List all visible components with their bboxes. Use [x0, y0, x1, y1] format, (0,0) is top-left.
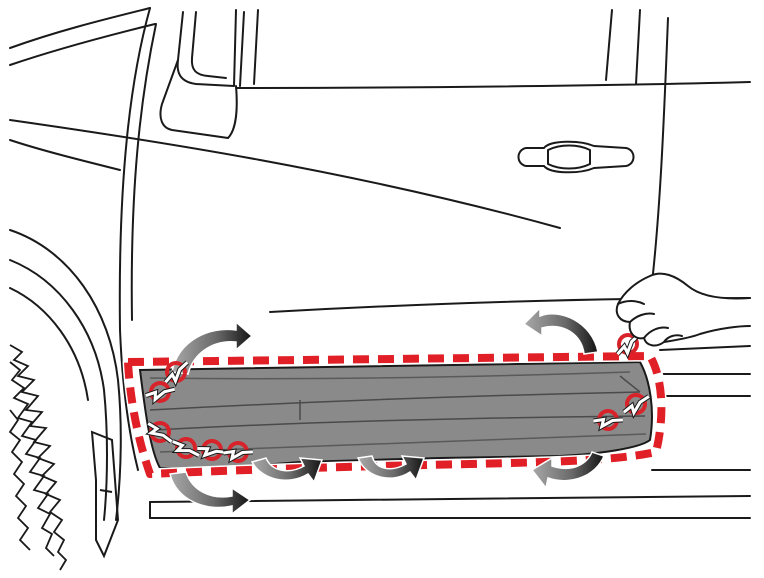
mud-flap: [90, 430, 120, 559]
curved-arrow-icon: [250, 457, 324, 484]
curved-arrow-icon: [169, 471, 252, 516]
hand-icon: [615, 272, 751, 347]
curved-arrow-icon: [171, 320, 254, 375]
curved-arrow-icon: [522, 306, 599, 355]
dashed-highlight-outline-red: [124, 352, 666, 478]
curved-arrow-icon: [530, 451, 605, 490]
curved-arrow-icon: [356, 455, 426, 482]
tire-tread: [8, 344, 68, 571]
vehicle-body-lines: [9, 7, 751, 521]
